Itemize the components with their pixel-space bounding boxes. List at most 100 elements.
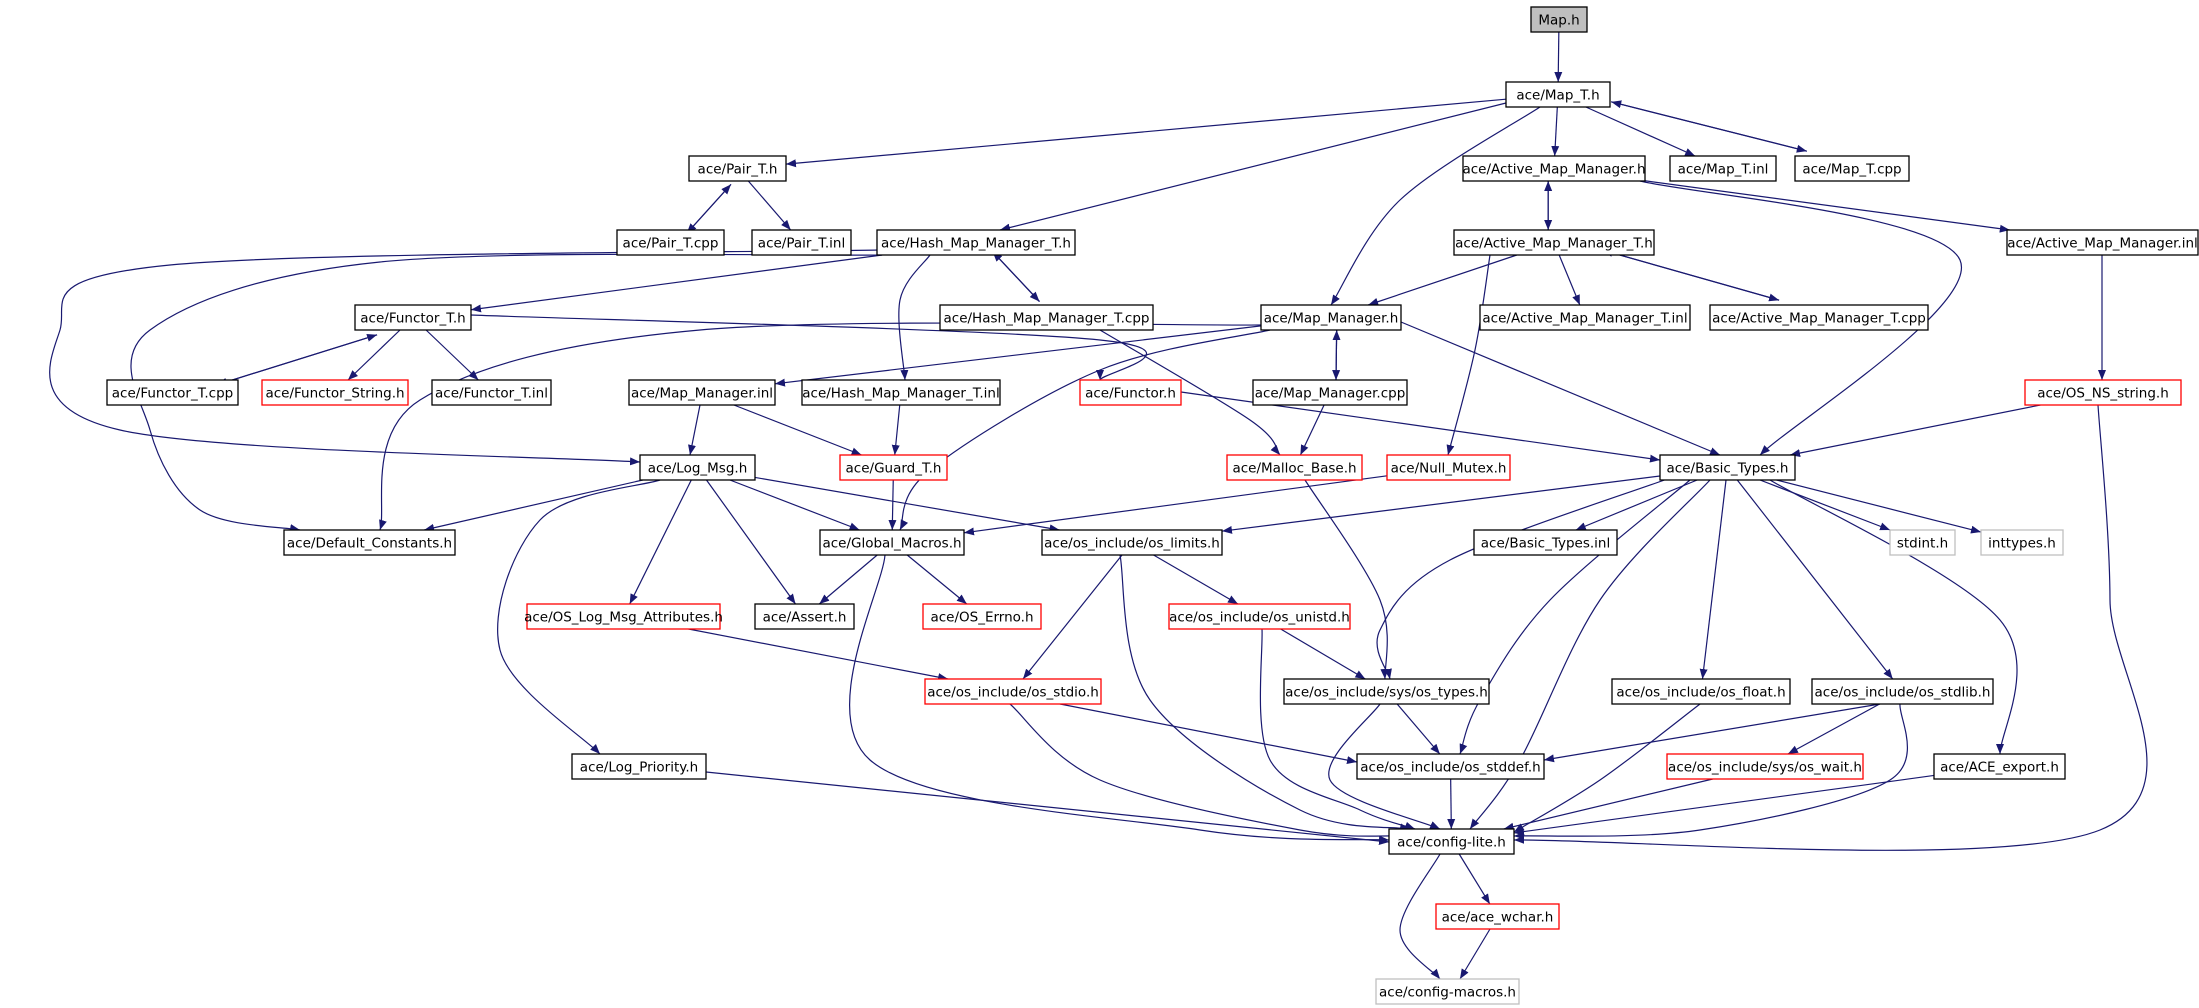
edge-line — [1221, 475, 1661, 534]
node-pair-t-inl[interactable]: ace/Pair_T.inl — [751, 229, 852, 256]
node-hash-map-manager-t-cpp[interactable]: ace/Hash_Map_Manager_T.cpp — [939, 304, 1154, 331]
edge-functor_t_h-to-functor_h — [470, 314, 1148, 381]
node-active-map-manager-t-h[interactable]: ace/Active_Map_Manager_T.h — [1453, 229, 1655, 256]
node-os-types-h[interactable]: ace/os_include/sys/os_types.h — [1283, 678, 1490, 705]
node-os-unistd-h[interactable]: ace/os_include/os_unistd.h — [1168, 603, 1351, 630]
edge-line — [906, 554, 968, 605]
node-functor-h[interactable]: ace/Functor.h — [1079, 379, 1182, 406]
node-box — [1889, 529, 1956, 556]
edge-basic_types_h-to-inttypes_h — [1776, 479, 1982, 534]
node-inttypes-h[interactable]: inttypes.h — [1980, 529, 2064, 556]
edge-line — [686, 183, 732, 234]
node-active-map-manager-inl[interactable]: ace/Active_Map_Manager.inl — [2006, 229, 2199, 256]
edge-os_limits_h-to-config_lite_h — [1119, 554, 1411, 832]
node-log-priority-h[interactable]: ace/Log_Priority.h — [571, 753, 707, 780]
edge-line — [424, 479, 643, 532]
node-label: ace/Log_Priority.h — [580, 760, 698, 776]
node-label: ace/Map_Manager.cpp — [1255, 386, 1406, 402]
node-os-stddef-h[interactable]: ace/os_include/os_stddef.h — [1356, 753, 1545, 780]
node-os-wait-h[interactable]: ace/os_include/sys/os_wait.h — [1666, 753, 1864, 780]
edge-line — [1558, 254, 1581, 306]
node-config-lite-h[interactable]: ace/config-lite.h — [1388, 828, 1515, 855]
node-default-constants-h[interactable]: ace/Default_Constants.h — [283, 529, 456, 556]
node-log-msg-h[interactable]: ace/Log_Msg.h — [639, 454, 756, 481]
edge-global_macros_h-to-os_errno_h — [906, 554, 968, 605]
edge-line — [898, 254, 931, 381]
edge-map_manager_h-to-map_manager_inl — [774, 325, 1262, 387]
edge-line — [49, 249, 879, 466]
node-os-stdlib-h[interactable]: ace/os_include/os_stdlib.h — [1811, 678, 1994, 705]
node-guard-t-h[interactable]: ace/Guard_T.h — [839, 454, 948, 481]
node-os-limits-h[interactable]: ace/os_include/os_limits.h — [1041, 529, 1223, 556]
node-pair-t-cpp[interactable]: ace/Pair_T.cpp — [616, 229, 725, 256]
node-functor-string-h[interactable]: ace/Functor_String.h — [261, 379, 409, 406]
edge-os_wait_h-to-config_lite_h — [1503, 778, 1713, 831]
node-active-map-manager-h[interactable]: ace/Active_Map_Manager.h — [1462, 155, 1646, 182]
node-map-h[interactable]: Map.h — [1530, 6, 1588, 33]
node-malloc-base-h[interactable]: ace/Malloc_Base.h — [1226, 454, 1363, 481]
node-os-float-h[interactable]: ace/os_include/os_float.h — [1611, 678, 1791, 705]
node-hash-map-manager-t-h[interactable]: ace/Hash_Map_Manager_T.h — [876, 229, 1076, 256]
node-label: ace/Pair_T.inl — [758, 236, 845, 252]
node-config-macros-h[interactable]: ace/config-macros.h — [1375, 978, 1520, 1005]
edge-hash_map_manager_t_inl-to-guard_t_h — [891, 404, 901, 456]
edge-line — [992, 251, 1040, 302]
edge-malloc_base_h-to-os_types_h — [1304, 479, 1389, 680]
node-label: ace/config-macros.h — [1379, 985, 1516, 1001]
node-os-ns-string-h[interactable]: ace/OS_NS_string.h — [2024, 379, 2182, 406]
node-functor-t-inl[interactable]: ace/Functor_T.inl — [431, 379, 552, 406]
node-map-manager-cpp[interactable]: ace/Map_Manager.cpp — [1252, 379, 1408, 406]
node-map-t-cpp[interactable]: ace/Map_T.cpp — [1794, 155, 1910, 182]
edge-log_priority_h-to-config_lite_h — [705, 771, 1390, 845]
edge-line — [1446, 254, 1491, 456]
edge-line — [1644, 180, 2010, 233]
node-null-mutex-h[interactable]: ace/Null_Mutex.h — [1386, 454, 1511, 481]
edge-line — [1328, 703, 1441, 830]
node-label: ace/os_include/os_limits.h — [1044, 536, 1220, 552]
edge-os_unistd_h-to-config_lite_h — [1259, 628, 1416, 830]
node-box — [1252, 379, 1408, 406]
edge-hash_map_manager_t_h-to-functor_t_h — [470, 254, 883, 313]
node-os-log-msg-attributes-h[interactable]: ace/OS_Log_Msg_Attributes.h — [524, 603, 723, 630]
node-functor-t-h[interactable]: ace/Functor_T.h — [354, 304, 472, 331]
edge-os_ns_string_h-to-basic_types_h — [1789, 404, 2041, 457]
node-label: inttypes.h — [1988, 536, 2056, 552]
edge-os_unistd_h-to-os_types_h — [1280, 628, 1366, 680]
edge-os_limits_h-to-os_unistd_h — [1153, 554, 1239, 605]
node-functor-t-cpp[interactable]: ace/Functor_T.cpp — [106, 379, 239, 406]
node-box — [688, 155, 787, 182]
node-map-manager-inl[interactable]: ace/Map_Manager.inl — [628, 379, 776, 406]
node-box — [924, 678, 1102, 705]
edge-map_manager_h-to-basic_types_h — [1400, 321, 1721, 456]
node-box — [1386, 454, 1511, 481]
node-global-macros-h[interactable]: ace/Global_Macros.h — [819, 529, 965, 556]
node-box — [1079, 379, 1182, 406]
node-active-map-manager-t-inl[interactable]: ace/Active_Map_Manager_T.inl — [1479, 304, 1691, 331]
node-os-errno-h[interactable]: ace/OS_Errno.h — [922, 603, 1042, 630]
node-assert-h[interactable]: ace/Assert.h — [754, 603, 855, 630]
node-box — [1530, 6, 1588, 33]
edge-functor_t_h-to-functor_t_inl — [425, 329, 479, 381]
node-map-t-inl[interactable]: ace/Map_T.inl — [1669, 155, 1777, 182]
node-label: ace/Global_Macros.h — [822, 536, 961, 552]
node-label: ace/Map_T.h — [1516, 88, 1599, 104]
node-ace-wchar-h[interactable]: ace/ace_wchar.h — [1435, 903, 1560, 930]
edge-active_map_manager_t_h-to-null_mutex_h — [1446, 254, 1491, 456]
node-os-stdio-h[interactable]: ace/os_include/os_stdio.h — [924, 678, 1102, 705]
node-ace-export-h[interactable]: ace/ACE_export.h — [1933, 753, 2066, 780]
edge-map_manager_inl-to-guard_t_h — [733, 404, 862, 456]
edge-line — [1022, 554, 1123, 680]
edge-active_map_manager_t_h-to-active_map_manager_t_inl — [1558, 254, 1581, 306]
node-pair-t-h[interactable]: ace/Pair_T.h — [688, 155, 787, 182]
node-stdint-h[interactable]: stdint.h — [1889, 529, 1956, 556]
node-basic-types-h[interactable]: ace/Basic_Types.h — [1659, 454, 1796, 481]
node-map-manager-h[interactable]: ace/Map_Manager.h — [1260, 304, 1402, 331]
node-hash-map-manager-t-inl[interactable]: ace/Hash_Map_Manager_T.inl — [801, 379, 1001, 406]
node-map-t-h[interactable]: ace/Map_T.h — [1505, 81, 1611, 108]
edge-line — [1396, 703, 1441, 755]
node-basic-types-inl[interactable]: ace/Basic_Types.inl — [1473, 529, 1618, 556]
node-active-map-manager-t-cpp[interactable]: ace/Active_Map_Manager_T.cpp — [1709, 304, 1929, 331]
edge-hash_map_manager_t_h-to-hash_map_manager_t_inl — [898, 254, 931, 381]
node-label: ace/Hash_Map_Manager_T.h — [881, 236, 1071, 252]
edge-line — [1759, 479, 1891, 531]
